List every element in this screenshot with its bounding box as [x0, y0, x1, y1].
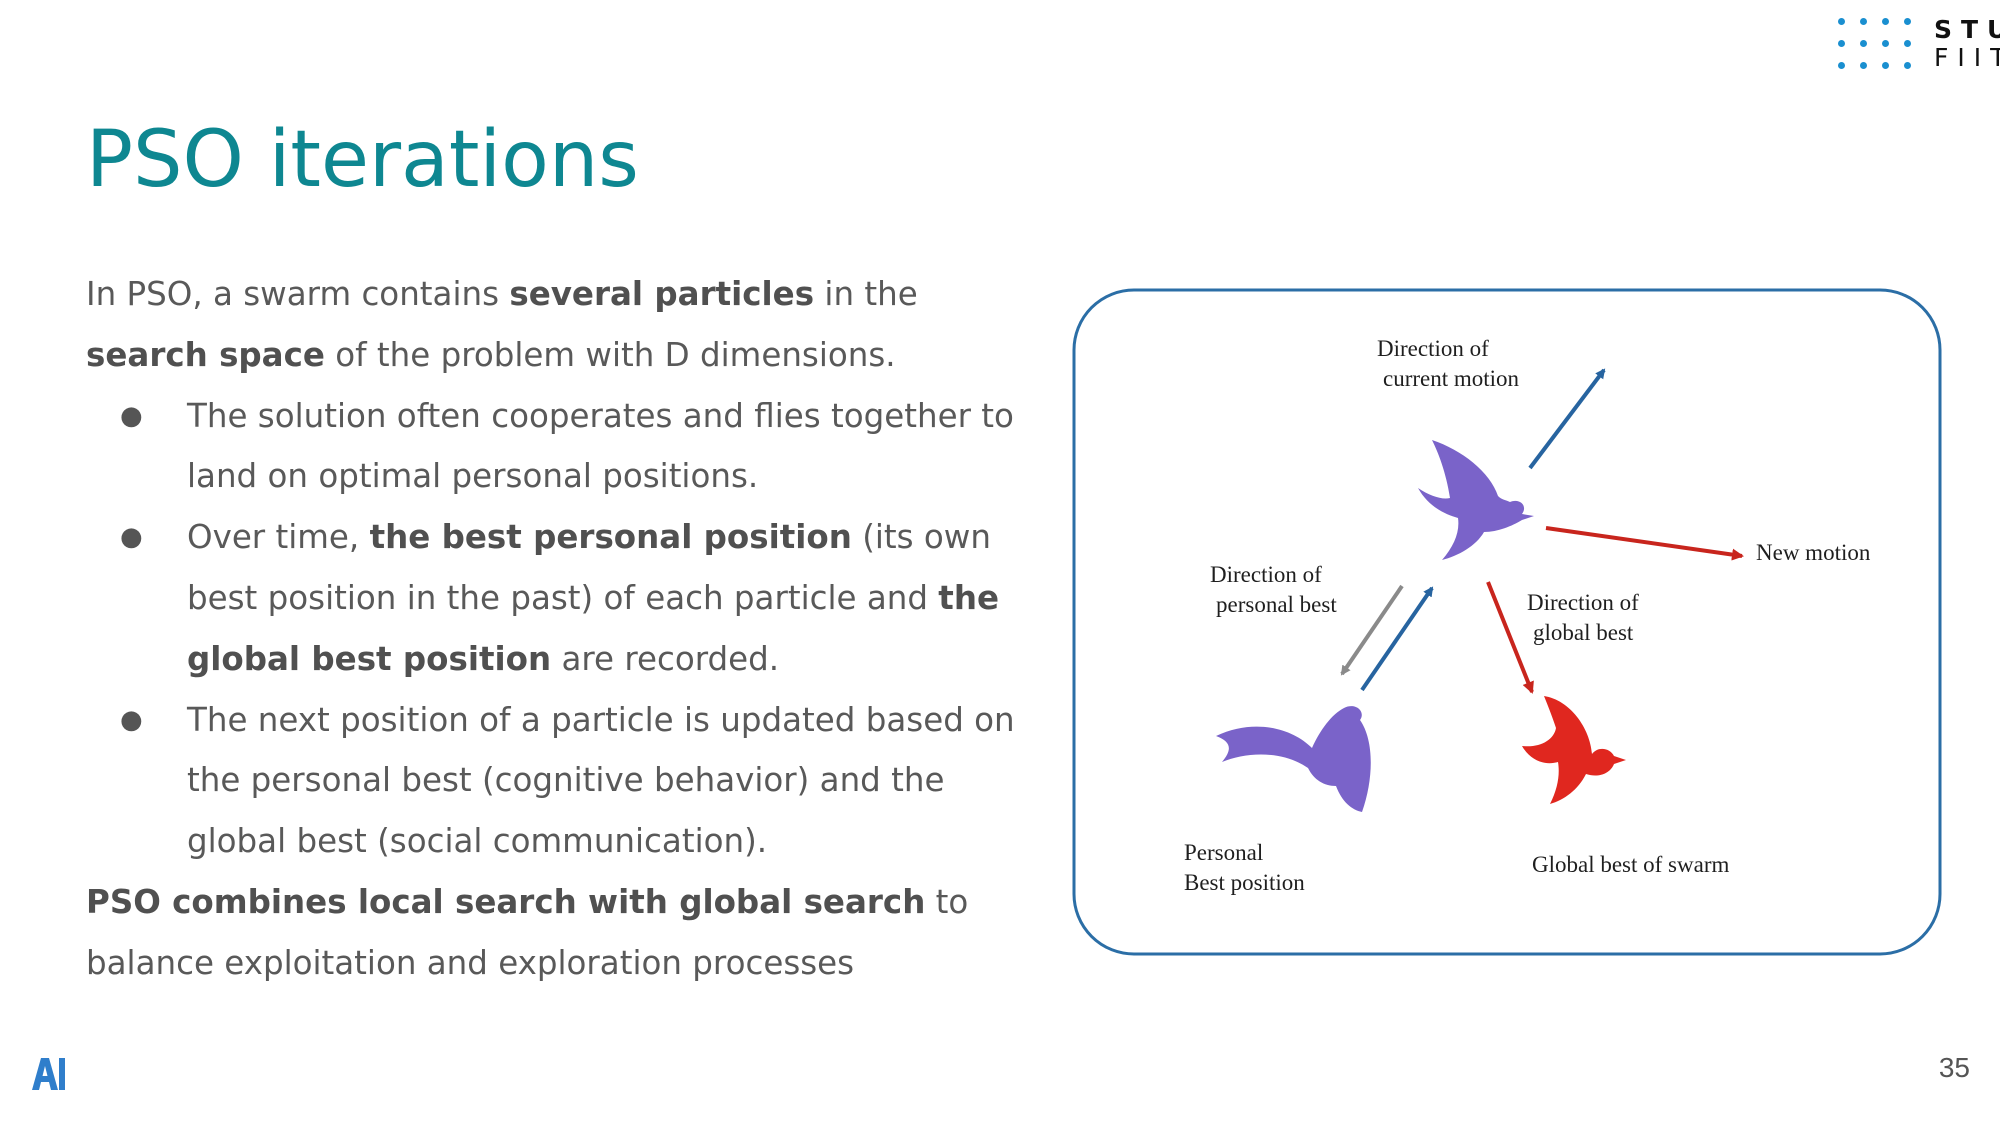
page-number: 35: [1938, 1052, 1970, 1083]
bullet-list: ● The solution often cooperates and flie…: [86, 386, 1016, 872]
label-current-motion-2: current motion: [1383, 366, 1520, 391]
label-personal-direction-2: personal best: [1216, 592, 1337, 617]
particle-bird-icon: [1418, 440, 1534, 560]
bullet-icon: ●: [120, 522, 143, 553]
personal-best-direction-arrow: [1340, 584, 1404, 676]
label-global-direction-2: global best: [1533, 620, 1634, 645]
label-global-direction-1: Direction of: [1527, 590, 1639, 615]
intro-paragraph: In PSO, a swarm contains several particl…: [86, 275, 918, 374]
label-personal-position-1: Personal: [1184, 840, 1263, 865]
personal-best-bird-icon: [1216, 706, 1371, 812]
logo-text: STU FIIT: [1934, 16, 2000, 72]
stu-fiit-logo: STU FIIT: [1838, 16, 2000, 74]
label-global-swarm: Global best of swarm: [1532, 852, 1729, 877]
label-current-motion-1: Direction of: [1377, 336, 1489, 361]
bullet-icon: ●: [120, 704, 143, 735]
label-new-motion: New motion: [1756, 540, 1871, 565]
slide-body: In PSO, a swarm contains several particl…: [86, 264, 1016, 994]
diagram-frame: [1072, 288, 1942, 956]
label-personal-position-2: Best position: [1184, 870, 1305, 895]
return-direction-arrow: [1360, 586, 1434, 692]
current-motion-arrow: [1528, 368, 1606, 470]
bullet-item: ● The next position of a particle is upd…: [86, 690, 1016, 872]
global-best-bird-icon: [1522, 696, 1626, 804]
logo-line-1: STU: [1934, 15, 2000, 44]
outro-paragraph: PSO combines local search with global se…: [86, 882, 969, 982]
ai-logo-icon: [32, 1058, 65, 1090]
bullet-item: ● The solution often cooperates and flie…: [86, 386, 1016, 508]
logo-line-2: FIIT: [1934, 43, 2000, 72]
new-motion-arrow: [1545, 526, 1744, 561]
global-best-direction-arrow: [1486, 581, 1534, 694]
slide-title: PSO iterations: [86, 115, 639, 205]
bullet-item: ● Over time, the best personal position …: [86, 507, 1016, 689]
bullet-icon: ●: [120, 400, 143, 431]
label-personal-direction-1: Direction of: [1210, 562, 1322, 587]
logo-dots-icon: [1838, 18, 1926, 84]
pso-diagram: Direction of current motion New motion D…: [1072, 288, 1942, 956]
